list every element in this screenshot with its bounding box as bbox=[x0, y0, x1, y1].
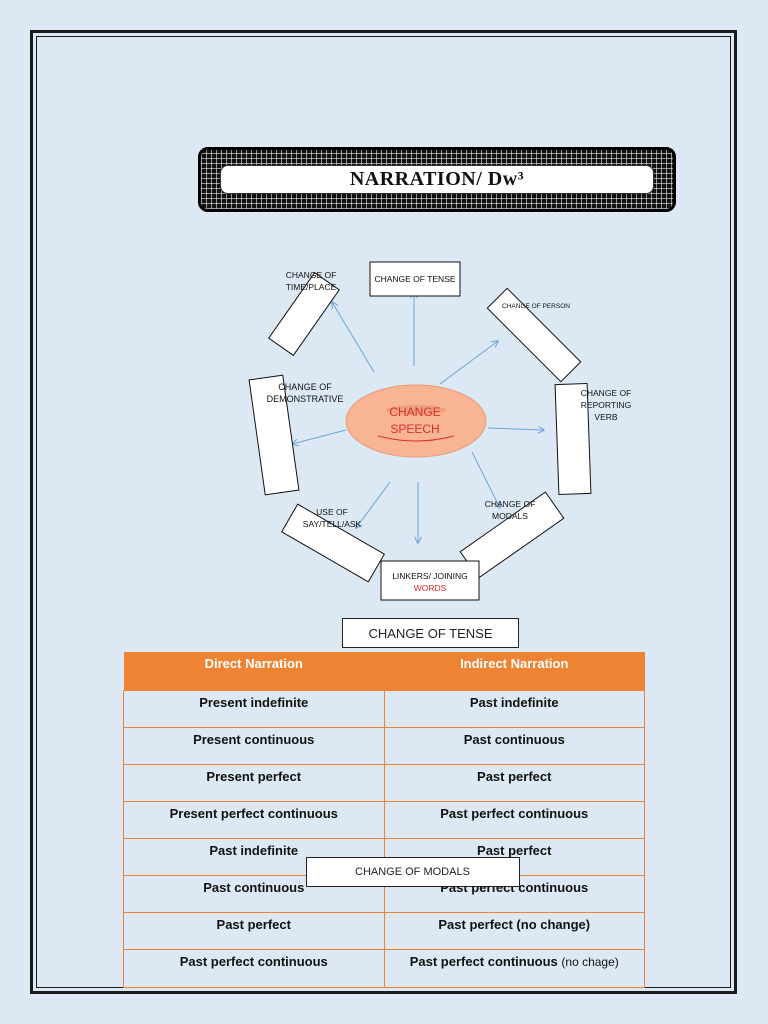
indirect-cell: Past perfect bbox=[383, 763, 645, 802]
indirect-text: Past perfect continuous bbox=[409, 953, 558, 969]
center-ellipse-highlight bbox=[386, 405, 446, 415]
box-change-of-tense bbox=[369, 261, 461, 297]
table-row: Present perfect Past perfect bbox=[123, 763, 645, 802]
page-border-inner bbox=[36, 36, 731, 988]
label-change-of-demonstrative: CHANGE OF DEMONSTRATIVE bbox=[266, 382, 344, 404]
table-header-row: Direct Narration Indirect Narration bbox=[123, 652, 645, 690]
page-border-outer bbox=[30, 30, 737, 994]
arrow-to-time-place bbox=[332, 302, 375, 373]
table-row: Present perfect continuous Past perfect … bbox=[123, 800, 645, 839]
center-ellipse-underline bbox=[377, 435, 455, 442]
indirect-cell: Past perfect continuous (no chage) bbox=[383, 948, 645, 988]
arrow-to-modals bbox=[471, 451, 500, 508]
arrow-to-person bbox=[439, 341, 498, 385]
label-change-of-modals: CHANGE OF MODALS bbox=[484, 499, 536, 521]
narration-diagram bbox=[248, 261, 592, 601]
table-row: Past perfect continuous Past perfect con… bbox=[123, 948, 645, 988]
box-change-of-reporting-verb bbox=[554, 382, 592, 496]
arrow-to-say-tell-ask bbox=[356, 481, 391, 528]
label-change-of-time-place: CHANGE OF TIME/PLACE bbox=[285, 270, 337, 292]
direct-cell: Present continuous bbox=[123, 726, 385, 765]
box-use-of-say-tell-ask bbox=[281, 503, 385, 583]
indirect-cell: Past perfect (no change) bbox=[383, 911, 645, 950]
box-change-of-demonstrative bbox=[248, 374, 300, 496]
title-banner-inner: NARRATION/ Dw³ bbox=[220, 165, 654, 194]
box-change-of-person bbox=[486, 287, 582, 383]
change-of-tense-heading: CHANGE OF TENSE bbox=[342, 618, 519, 648]
title-banner: NARRATION/ Dw³ bbox=[198, 147, 676, 212]
table-row: Past perfect Past perfect (no change) bbox=[123, 911, 645, 950]
page-title: NARRATION/ Dw³ bbox=[349, 168, 525, 190]
column-header-indirect: Indirect Narration bbox=[384, 652, 645, 690]
label-use-of-say-tell-ask: USE OF SAY/TELL/ASK bbox=[302, 507, 362, 529]
label-change-of-reporting-verb: CHANGE OF REPORTING VERB bbox=[580, 388, 632, 422]
arrow-to-reporting-verb bbox=[487, 428, 544, 430]
arrow-to-demonstrative bbox=[292, 429, 347, 444]
table-row: Present continuous Past continuous bbox=[123, 726, 645, 765]
box-change-of-time-place bbox=[268, 271, 340, 357]
indirect-cell: Past continuous bbox=[383, 726, 645, 765]
direct-cell: Past perfect bbox=[123, 911, 385, 950]
center-ellipse bbox=[345, 384, 487, 458]
direct-cell: Past perfect continuous bbox=[123, 948, 385, 988]
label-linkers-joining-words: LINKERS/ JOINING WORDS bbox=[392, 571, 468, 593]
no-change-note: (no chage) bbox=[561, 954, 619, 969]
label-change-of-tense: CHANGE OF TENSE bbox=[374, 274, 456, 284]
tense-table: Direct Narration Indirect Narration Pres… bbox=[123, 652, 645, 988]
indirect-cell: Past perfect continuous bbox=[383, 800, 645, 839]
center-label: CHANGE SPEECH bbox=[389, 405, 441, 436]
direct-cell: Present perfect continuous bbox=[123, 800, 385, 839]
diagram-arrows bbox=[292, 292, 544, 543]
direct-cell: Present indefinite bbox=[123, 689, 385, 728]
direct-cell: Present perfect bbox=[123, 763, 385, 802]
change-of-modals-heading: CHANGE OF MODALS bbox=[306, 857, 520, 887]
box-linkers-joining-words bbox=[380, 560, 480, 601]
column-header-direct: Direct Narration bbox=[123, 652, 384, 690]
label-change-of-person: CHANGE OF PERSON bbox=[502, 303, 570, 310]
indirect-cell: Past indefinite bbox=[383, 689, 645, 728]
table-row: Present indefinite Past indefinite bbox=[123, 689, 645, 728]
